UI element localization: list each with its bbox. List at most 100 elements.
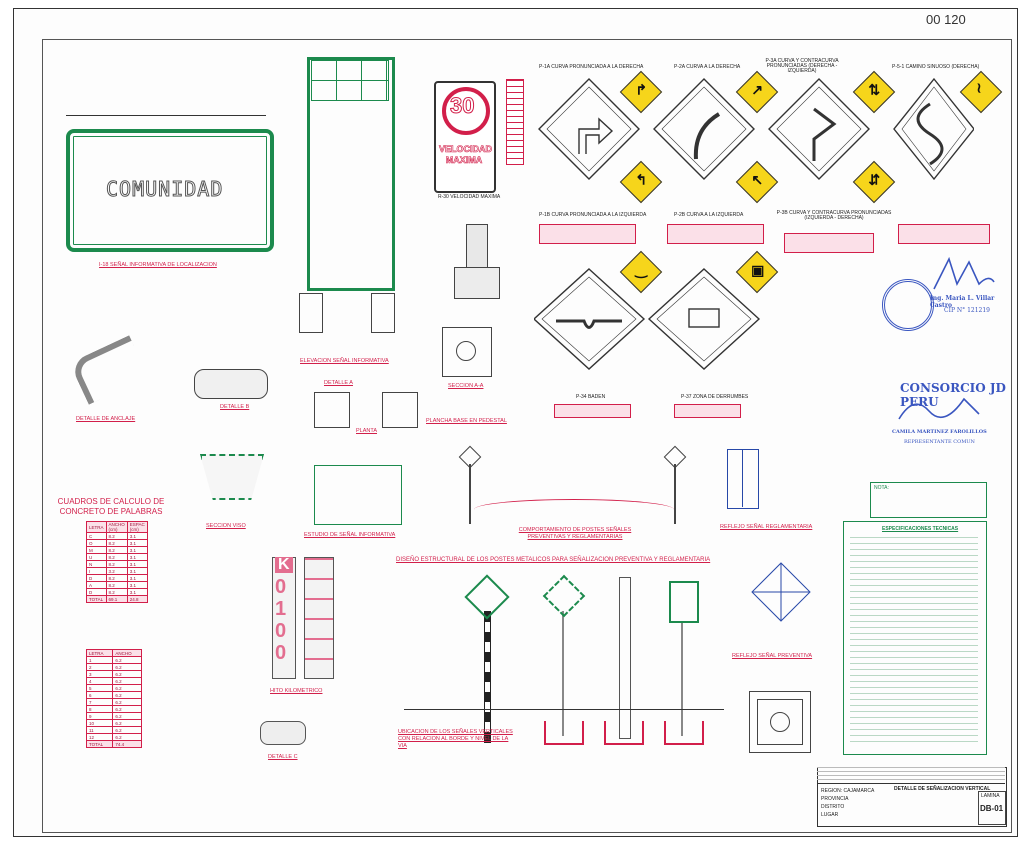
- cell: 8.2: [105, 588, 128, 596]
- planta-right: [382, 392, 418, 428]
- cell: 8.2: [105, 574, 128, 582]
- sign-caption-3: P-3A CURVA Y CONTRACURVA PRONUNCIADAS (D…: [765, 58, 839, 74]
- cell: 6.2: [112, 684, 142, 692]
- cell: 4: [85, 677, 114, 685]
- cell: 3.1: [126, 532, 148, 540]
- cell: 6.2: [112, 719, 142, 727]
- ground-line: [404, 709, 724, 710]
- sign-table-6: [674, 404, 741, 418]
- cell: 6.2: [112, 656, 142, 664]
- title-block-line-2: PROVINCIA: [821, 796, 849, 802]
- cell: U: [86, 553, 107, 561]
- cell: 8.2: [105, 560, 128, 568]
- drawing-sheet: 00 120 COMUNIDAD I-18 SEÑAL INFORMATIVA …: [13, 8, 1018, 837]
- cell: 3: [85, 670, 114, 678]
- cell: D: [86, 574, 107, 582]
- sign-table-2: [667, 224, 764, 244]
- estudio-caption: ESTUDIO DE SEÑAL INFORMATIVA: [304, 532, 396, 538]
- diseno-caption: DISEÑO ESTRUCTURAL DE LOS POSTES METALIC…: [396, 557, 711, 563]
- cell: 6.2: [112, 663, 142, 671]
- elev-frame: [307, 57, 395, 291]
- sheet-code-box: [978, 791, 1006, 825]
- speed-number: 30: [449, 93, 475, 118]
- cell: 8.2: [105, 539, 128, 547]
- yellow-badge-9-glyph: ▣: [751, 262, 765, 279]
- sign-diamond-2: [653, 78, 755, 180]
- cell: 6.2: [112, 712, 142, 720]
- detalle-c-drawing: [260, 721, 306, 745]
- yellow-badge-7-glyph: ⇵: [868, 171, 881, 188]
- cell: 6.2: [112, 698, 142, 706]
- diseno-post-3: [619, 577, 631, 739]
- detalle-b-drawing: [194, 369, 268, 399]
- cell: 2: [85, 663, 114, 671]
- cell: 6: [85, 691, 114, 699]
- sign-table-5: [554, 404, 631, 418]
- cell: 6.2: [112, 691, 142, 699]
- title-block-line-3: DISTRITO: [821, 804, 845, 810]
- hito-k: K: [275, 557, 293, 573]
- hito-digit-4: 0: [275, 642, 287, 664]
- cell: 8.2: [105, 553, 128, 561]
- title-block-line-4: LUGAR: [821, 812, 839, 818]
- estudio-frame: [314, 465, 402, 525]
- base-plate-hole: [770, 712, 790, 732]
- elev-footing-left: [299, 293, 323, 333]
- cell: 3.1: [126, 574, 148, 582]
- detalle-a-caption: DETALLE A: [324, 380, 353, 386]
- cell: 1: [85, 656, 114, 664]
- elev-caption: ELEVACION SEÑAL INFORMATIVA: [300, 358, 389, 364]
- sign-table-3: [784, 233, 874, 253]
- i18-sign-text: COMUNIDAD: [105, 177, 224, 201]
- anclaje-caption: DETALLE DE ANCLAJE: [76, 416, 136, 422]
- green-note-title: NOTA:: [874, 485, 889, 491]
- hito-caption: HITO KILOMETRICO: [270, 688, 323, 694]
- diseno-post-2: [562, 611, 564, 736]
- cell: 3.1: [126, 567, 148, 575]
- stamp1-name: Ing. Maria L. Villar Castro: [930, 295, 995, 309]
- cuadro-h1: ANCHO (cm): [105, 521, 128, 533]
- cell: 3.1: [126, 539, 148, 547]
- green-note-box: [870, 482, 987, 518]
- cell: 5: [85, 684, 114, 692]
- cell: 3.2: [105, 567, 128, 575]
- sign-caption-4: P-5-1 CAMINO SINUOSO (DERECHA): [892, 64, 980, 70]
- cell: 24.8: [126, 595, 148, 603]
- cell: 6.2: [112, 705, 142, 713]
- diseno-post-1: [484, 611, 491, 743]
- compt-left-post: [469, 464, 471, 524]
- hito-digit-2: 1: [275, 598, 287, 620]
- cell: TOTAL: [86, 595, 107, 603]
- specs-notes-lines: [850, 537, 978, 747]
- yellow-badge-6-glyph: ↖: [751, 171, 764, 188]
- hito-post-right: [304, 557, 334, 679]
- title-block-header: [817, 767, 1005, 784]
- speed-ring: [442, 87, 490, 135]
- reflejo-regl-frame: [727, 449, 759, 509]
- stamp2-role: REPRESENTANTE COMUN: [904, 439, 975, 445]
- speed-mini: [506, 79, 524, 165]
- elev-footing-right: [371, 293, 395, 333]
- planta-left: [314, 392, 350, 428]
- sign-caption-8: P-34 BADEN: [576, 394, 606, 400]
- detalle-c-caption: DETALLE C: [268, 754, 298, 760]
- sign-caption-9: P-37 ZONA DE DERRUMBES: [681, 394, 749, 400]
- hito-post-left: [272, 557, 296, 679]
- yellow-badge-3-glyph: ⇅: [868, 81, 881, 98]
- yellow-badge-1-glyph: ↱: [635, 81, 648, 98]
- sign-caption-2: P-2A CURVA A LA DERECHA: [674, 64, 741, 70]
- yellow-badge-2-glyph: ↗: [751, 81, 764, 98]
- pedestal-base: [454, 267, 500, 299]
- speed-word: VELOCIDAD MAXIMA: [439, 144, 493, 165]
- cell: D: [86, 588, 107, 596]
- diseno-base-1: [544, 721, 584, 745]
- seccion-viso-caption: SECCION VISO: [206, 523, 246, 529]
